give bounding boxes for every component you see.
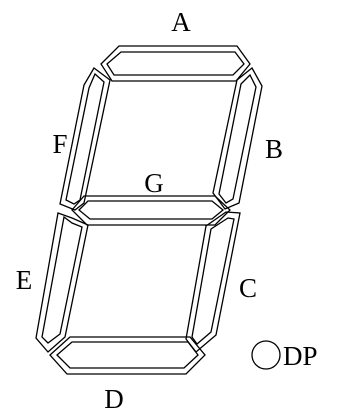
label-d: D [104, 384, 124, 414]
decimal-point-dot [251, 340, 281, 370]
label-f: F [52, 129, 67, 159]
segment-c [185, 211, 241, 353]
label-a: A [171, 7, 191, 37]
segment-f [59, 67, 111, 211]
segment-b [212, 67, 263, 210]
label-c: C [239, 273, 257, 303]
segment-a [100, 45, 251, 82]
segment-d [49, 336, 206, 375]
label-g: G [144, 168, 164, 198]
label-e: E [16, 265, 33, 295]
label-dp: DP [283, 341, 318, 371]
segment-g [71, 195, 231, 226]
segment-e [35, 212, 89, 353]
label-b: B [265, 134, 283, 164]
